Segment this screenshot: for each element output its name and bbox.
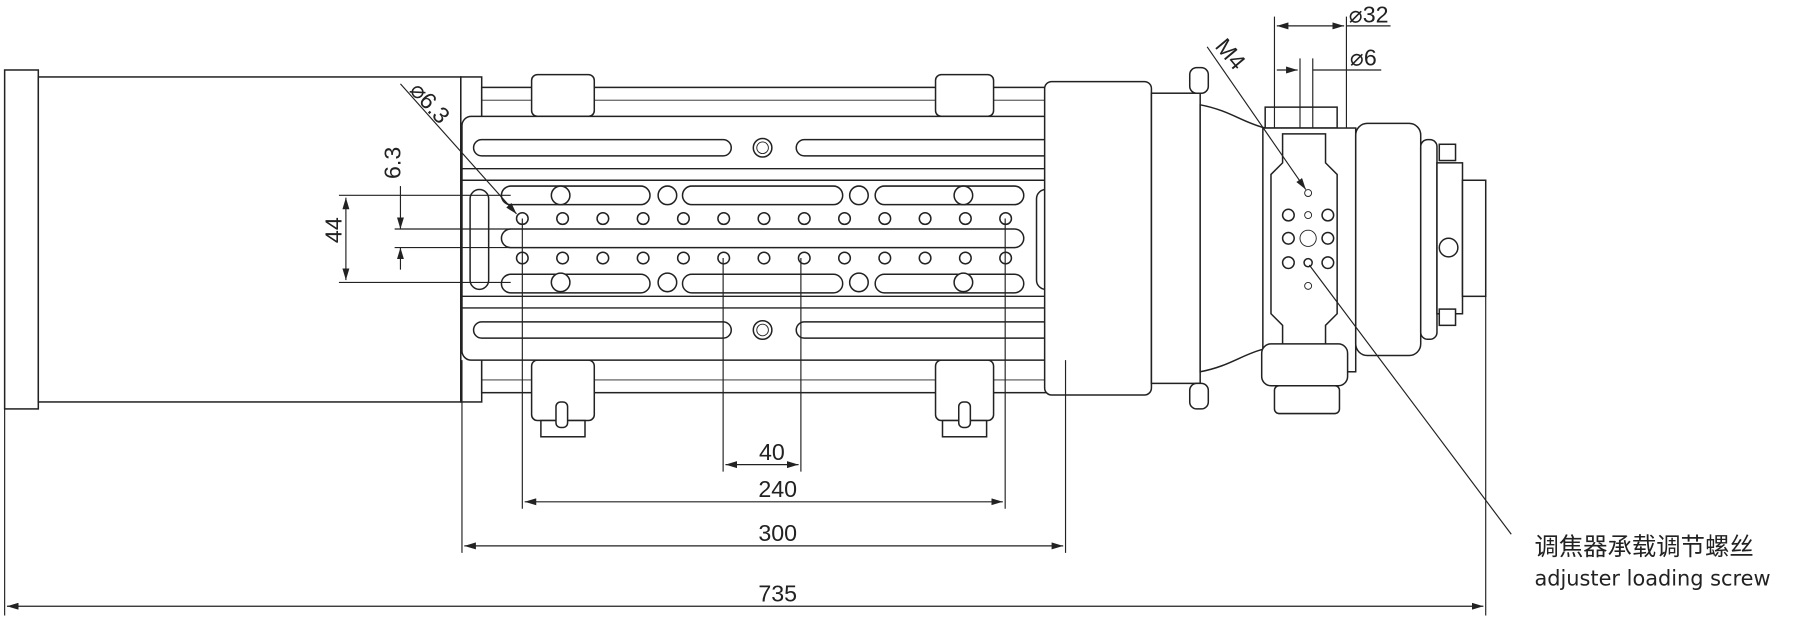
dimension-label: 735 — [758, 581, 797, 607]
dimension-735: 735 — [4, 296, 1487, 616]
mounting-hole — [918, 251, 932, 265]
mounting-hole — [757, 251, 771, 265]
mounting-hole — [918, 212, 932, 226]
tube-ring-rear — [934, 73, 995, 438]
mounting-hole — [797, 212, 811, 226]
callout-adjuster-screw: 调焦器承载调节螺丝 adjuster loading screw — [1308, 264, 1771, 590]
slot-bolt — [953, 185, 974, 206]
dimension-44: 44 — [320, 194, 511, 283]
dimension-label: 40 — [759, 439, 785, 465]
mounting-hole — [676, 251, 690, 265]
mounting-hole — [676, 212, 690, 226]
dimension-label: ⌀6 — [1350, 44, 1377, 70]
dimension-label: 240 — [758, 476, 797, 502]
slot-bolt — [550, 185, 571, 206]
mounting-hole — [797, 251, 811, 265]
mounting-hole — [636, 251, 650, 265]
mounting-hole — [757, 212, 771, 226]
mounting-hole — [837, 212, 852, 226]
mounting-hole — [717, 212, 731, 226]
mounting-hole — [556, 251, 570, 265]
mounting-hole — [636, 212, 650, 226]
dimension-300: 300 — [461, 360, 1067, 553]
dimension-label: ⌀32 — [1349, 1, 1389, 27]
callout-label-cn: 调焦器承载调节螺丝 — [1534, 532, 1753, 561]
slot-bolt — [657, 185, 678, 206]
dovetail-plate — [461, 115, 1067, 361]
focuser-holes — [1281, 189, 1335, 290]
callout-label-en: adjuster loading screw — [1534, 566, 1770, 590]
slot-bolt — [953, 272, 974, 293]
tube-ring-front — [530, 73, 596, 438]
slot-bolt — [848, 272, 869, 293]
slot-bolt — [848, 185, 869, 206]
dimension-6: ⌀6 — [1276, 44, 1382, 129]
mounting-hole — [596, 212, 610, 226]
dimension-32: ⌀32 — [1273, 1, 1391, 129]
mounting-hole — [878, 212, 892, 226]
focuser — [1043, 66, 1487, 415]
dew-shield — [3, 69, 483, 410]
dimension-label: 300 — [758, 520, 797, 546]
dimension-40: 40 — [722, 258, 802, 472]
mounting-hole — [837, 251, 852, 265]
slot-bolt — [550, 272, 571, 293]
slot-bolt — [657, 272, 678, 293]
mounting-hole — [556, 212, 570, 226]
mounting-hole — [878, 251, 892, 265]
dimension-label: 6.3 — [379, 147, 405, 179]
mounting-hole — [596, 251, 610, 265]
dimension-label: 44 — [320, 217, 346, 243]
dimension-6-3: 6.3 — [379, 147, 511, 270]
mounting-holes — [515, 185, 1013, 293]
mounting-hole — [958, 251, 972, 265]
dimension-240: 240 — [521, 218, 1006, 509]
dimension-label: M4 — [1210, 33, 1251, 74]
mounting-hole — [958, 212, 972, 226]
